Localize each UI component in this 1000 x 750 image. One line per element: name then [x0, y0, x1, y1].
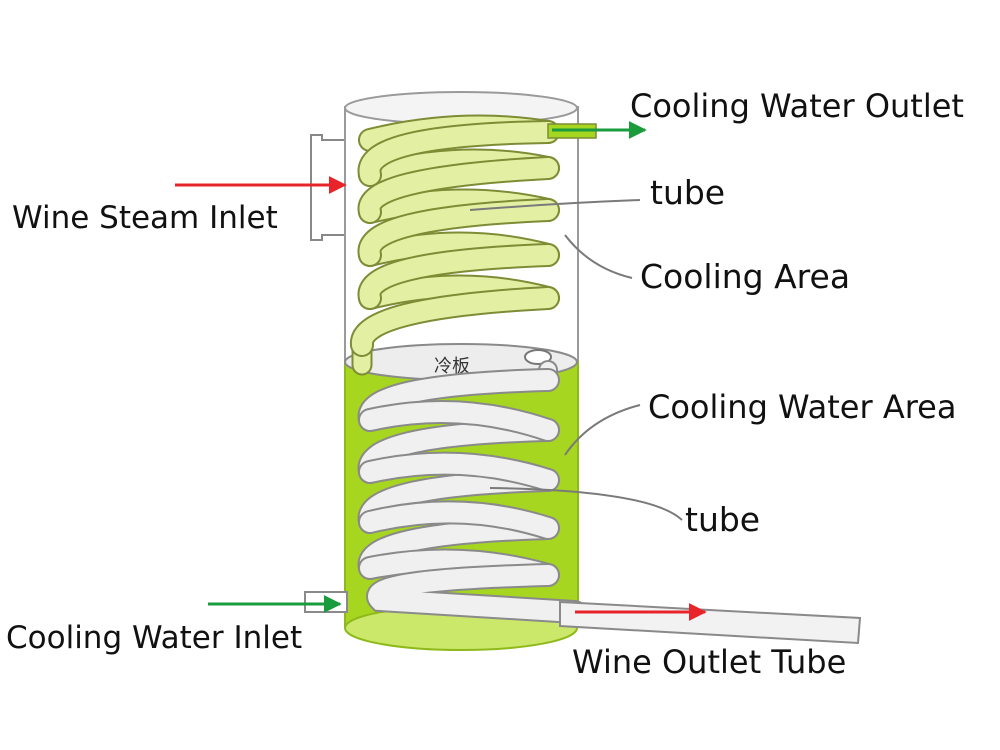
label-cooling-water-outlet: Cooling Water Outlet	[630, 87, 964, 125]
steam-inlet-flange	[310, 134, 345, 241]
plate-drain-hole	[524, 349, 552, 365]
label-tube-lower: tube	[685, 500, 761, 539]
cold-plate-text: 冷板	[434, 356, 470, 377]
leader-tube-lower	[489, 487, 683, 521]
label-cooling-water-inlet: Cooling Water Inlet	[6, 620, 303, 656]
label-tube-upper: tube	[650, 173, 726, 212]
label-wine-steam-inlet: Wine Steam Inlet	[12, 200, 278, 236]
label-cooling-area: Cooling Area	[640, 257, 851, 296]
leader-lines	[469, 199, 683, 521]
leader-cooling-area	[564, 234, 633, 279]
water-inlet-pipe	[304, 591, 348, 613]
wine-outlet-pipe	[559, 600, 862, 645]
leader-cooling-water-area	[564, 404, 641, 456]
label-cooling-water-area: Cooling Water Area	[648, 388, 957, 426]
upper-coil	[350, 114, 560, 376]
label-wine-outlet-tube: Wine Outlet Tube	[572, 643, 847, 681]
leader-tube-upper	[469, 199, 641, 211]
lower-coil	[357, 360, 587, 624]
